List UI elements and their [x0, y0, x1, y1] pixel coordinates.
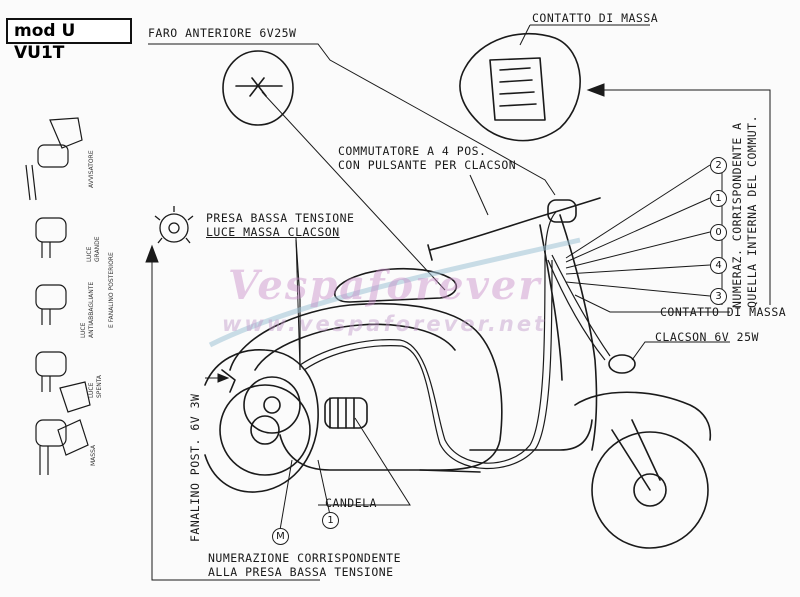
presa-leader	[295, 237, 301, 371]
commutatore-leader	[469, 174, 489, 216]
tail-light	[221, 369, 236, 393]
plug-socket-icon	[154, 206, 194, 244]
headlight	[222, 50, 294, 126]
switch-position-avvisatore	[25, 117, 83, 201]
switch-number-4: 4	[710, 257, 727, 274]
watermark-logo: Vespaforever	[228, 262, 542, 309]
rear-wheel	[219, 384, 311, 476]
label-numeraz-right-line1: NUMERAZ. CORRISPONDENTE A	[730, 122, 744, 308]
one-leader	[317, 459, 331, 516]
label-numeraz-right-line2: QUELLA INTERNA DEL COMMUT.	[745, 114, 759, 308]
label-faro-anteriore: FARO ANTERIORE 6V25W	[148, 26, 297, 40]
label-presa-line2: LUCE MASSA CLACSON	[206, 225, 340, 239]
label-contatto-di-massa-side: CONTATTO DI MASSA	[660, 305, 787, 319]
switch-number-3: 3	[710, 288, 727, 305]
caption-avvisatore: AVVISATORE	[88, 150, 95, 188]
label-commutatore-line1: COMMUTATORE A 4 POS.	[338, 144, 487, 158]
switch-position-massa	[35, 419, 89, 475]
switch-number-0: 0	[710, 224, 727, 241]
caption-luce-spenta-1: LUCE	[88, 382, 95, 398]
caption-luce-grande-2: GRANDE	[94, 236, 101, 262]
label-candela: CANDELA	[325, 496, 377, 510]
caption-luce-spenta-2: SPENTA	[96, 374, 103, 398]
switch-position-luce-antiabbagliante	[35, 284, 67, 325]
contatto-top-leader	[519, 24, 650, 46]
num-2-line	[565, 164, 711, 259]
contatto-side-leader	[574, 294, 730, 313]
switch-number-1: 1	[710, 190, 727, 207]
model-title: mod U VU1T	[14, 21, 76, 63]
num-1-line	[565, 197, 711, 263]
switch-detail	[459, 32, 581, 142]
rear-body	[229, 302, 503, 471]
main-wire-harness	[299, 211, 557, 464]
front-wheel	[591, 431, 709, 549]
label-clacson: CLACSON 6V 25W	[655, 330, 759, 344]
floorboard	[469, 419, 593, 451]
watermark-url: www.vespaforever.net	[222, 312, 548, 336]
switch-position-luce-grande	[35, 217, 67, 258]
plug-wire	[295, 239, 301, 370]
model-title-box: mod U VU1T	[6, 18, 132, 63]
handlebar	[429, 197, 601, 251]
label-fanalino: FANALINO POST. 6V 3W	[188, 393, 202, 542]
marker-m: M	[272, 528, 289, 545]
switch-position-luce-spenta	[35, 351, 91, 413]
num-4-line	[565, 264, 711, 275]
num-3-line	[565, 281, 711, 297]
caption-luce-anti-1: LUCE	[80, 322, 87, 338]
m-leader	[279, 459, 293, 531]
presa-return-arrow	[151, 258, 320, 581]
label-numerazione-line1: NUMERAZIONE CORRISPONDENTE	[208, 551, 402, 565]
candela-leader	[318, 417, 411, 506]
label-contatto-di-massa-top: CONTATTO DI MASSA	[532, 11, 659, 25]
rear-cowl-inner	[254, 323, 456, 371]
horn	[608, 354, 636, 374]
caption-luce-anti-2: ANTIABBAGLIANTE	[88, 281, 95, 338]
label-commutatore-line2: CON PULSANTE PER CLACSON	[338, 158, 517, 172]
switch-number-2: 2	[710, 157, 727, 174]
label-presa-line1: PRESA BASSA TENSIONE	[206, 211, 355, 225]
switch-positions-column	[25, 117, 91, 475]
contatto-return-arrow	[600, 89, 771, 305]
num-0-line	[565, 231, 711, 269]
front-wheel-hub	[633, 473, 667, 507]
headlamp-housing	[547, 199, 577, 223]
label-numerazione-line2: ALLA PRESA BASSA TENSIONE	[208, 565, 394, 579]
watermark-stripe	[208, 237, 581, 348]
rear-wheel-hub	[250, 415, 280, 445]
flywheel	[243, 376, 301, 434]
clacson-leader	[631, 341, 730, 361]
caption-luce-grande-1: LUCE	[86, 246, 93, 262]
faro-leader	[148, 43, 556, 196]
front-fender	[574, 391, 712, 441]
caption-luce-anti-3: E FANALINO POSTERIORE	[108, 252, 115, 328]
faro-pointer	[261, 91, 446, 291]
marker-1: 1	[322, 512, 339, 529]
flywheel-center	[263, 396, 281, 414]
rear-fender	[204, 349, 319, 493]
caption-massa: MASSA	[90, 444, 97, 466]
